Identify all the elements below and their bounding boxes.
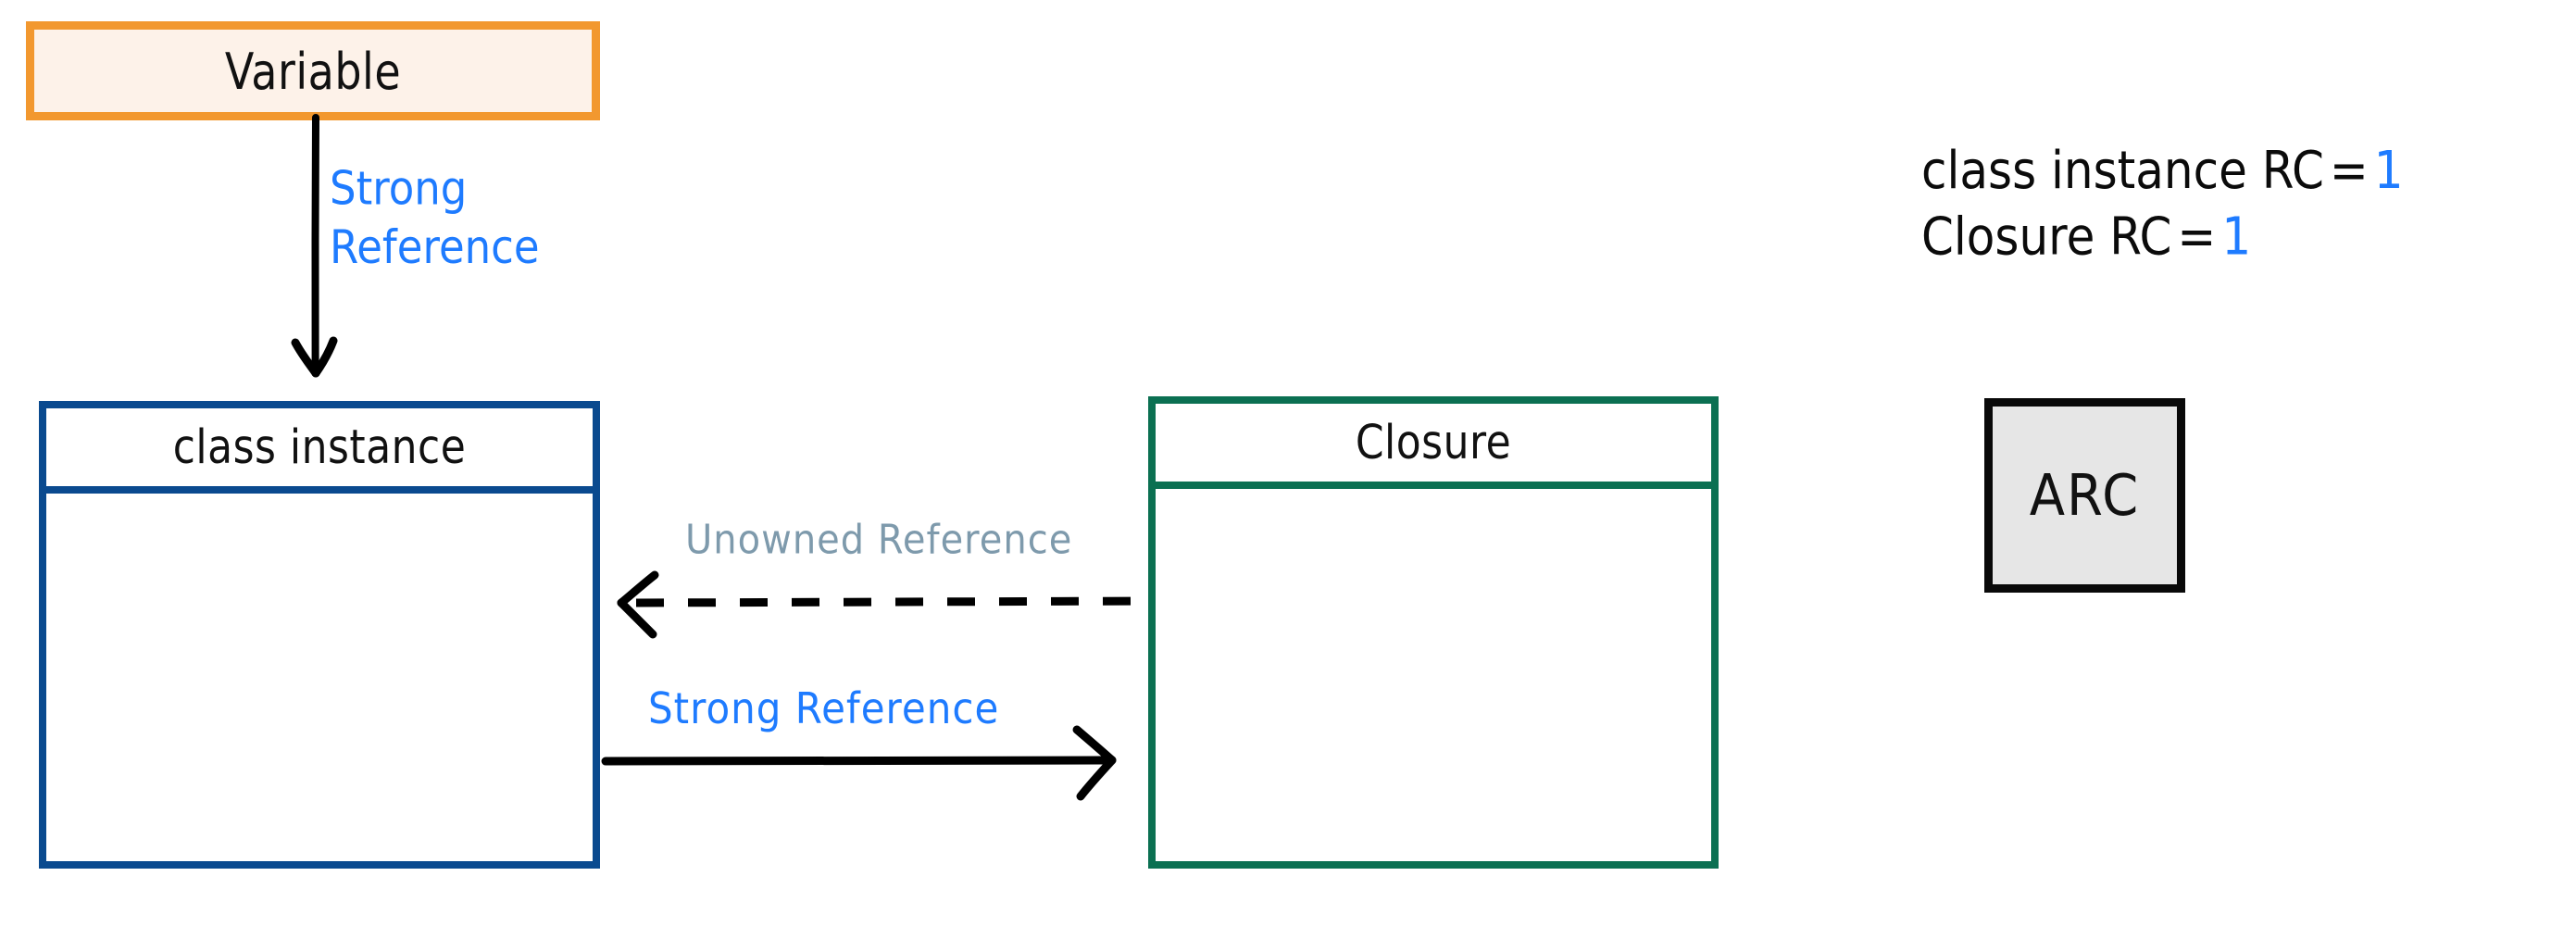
strong-reference-horizontal-label: Strong Reference <box>648 683 1000 733</box>
reference-count-line-closure: Closure RC=1 <box>1921 204 2404 270</box>
unowned-reference-label: Unowned Reference <box>685 517 1073 564</box>
variable-node[interactable]: Variable <box>26 21 600 120</box>
reference-count-line-class-instance: class instance RC=1 <box>1921 137 2404 204</box>
reference-count-readout: class instance RC=1 Closure RC=1 <box>1921 137 2404 269</box>
arc-node-title: ARC <box>2029 462 2141 529</box>
strong-reference-vertical-label: Strong Reference <box>330 159 540 277</box>
reference-count-closure-value: 1 <box>2221 206 2252 267</box>
reference-count-class-instance-value: 1 <box>2373 140 2404 201</box>
unowned-reference-arrow <box>617 570 1156 639</box>
reference-count-class-instance-label: class instance RC <box>1921 140 2324 201</box>
strong-reference-vertical-label-line1: Strong <box>330 161 468 216</box>
reference-count-closure-label: Closure RC <box>1921 206 2172 267</box>
reference-count-equals-1: = <box>2329 140 2369 201</box>
strong-reference-arrow-horizontal <box>601 725 1117 801</box>
reference-count-equals-2: = <box>2177 206 2217 267</box>
class-instance-node-header: class instance <box>46 408 593 494</box>
closure-node-header: Closure <box>1156 404 1711 489</box>
strong-reference-vertical-label-line2: Reference <box>330 219 540 274</box>
class-instance-node[interactable]: class instance <box>39 401 600 869</box>
closure-node[interactable]: Closure <box>1148 396 1719 869</box>
arc-node[interactable]: ARC <box>1984 398 2185 593</box>
class-instance-node-title: class instance <box>172 419 467 475</box>
variable-node-title: Variable <box>224 41 402 101</box>
strong-reference-arrow-vertical <box>291 114 338 378</box>
closure-node-title: Closure <box>1355 415 1512 470</box>
